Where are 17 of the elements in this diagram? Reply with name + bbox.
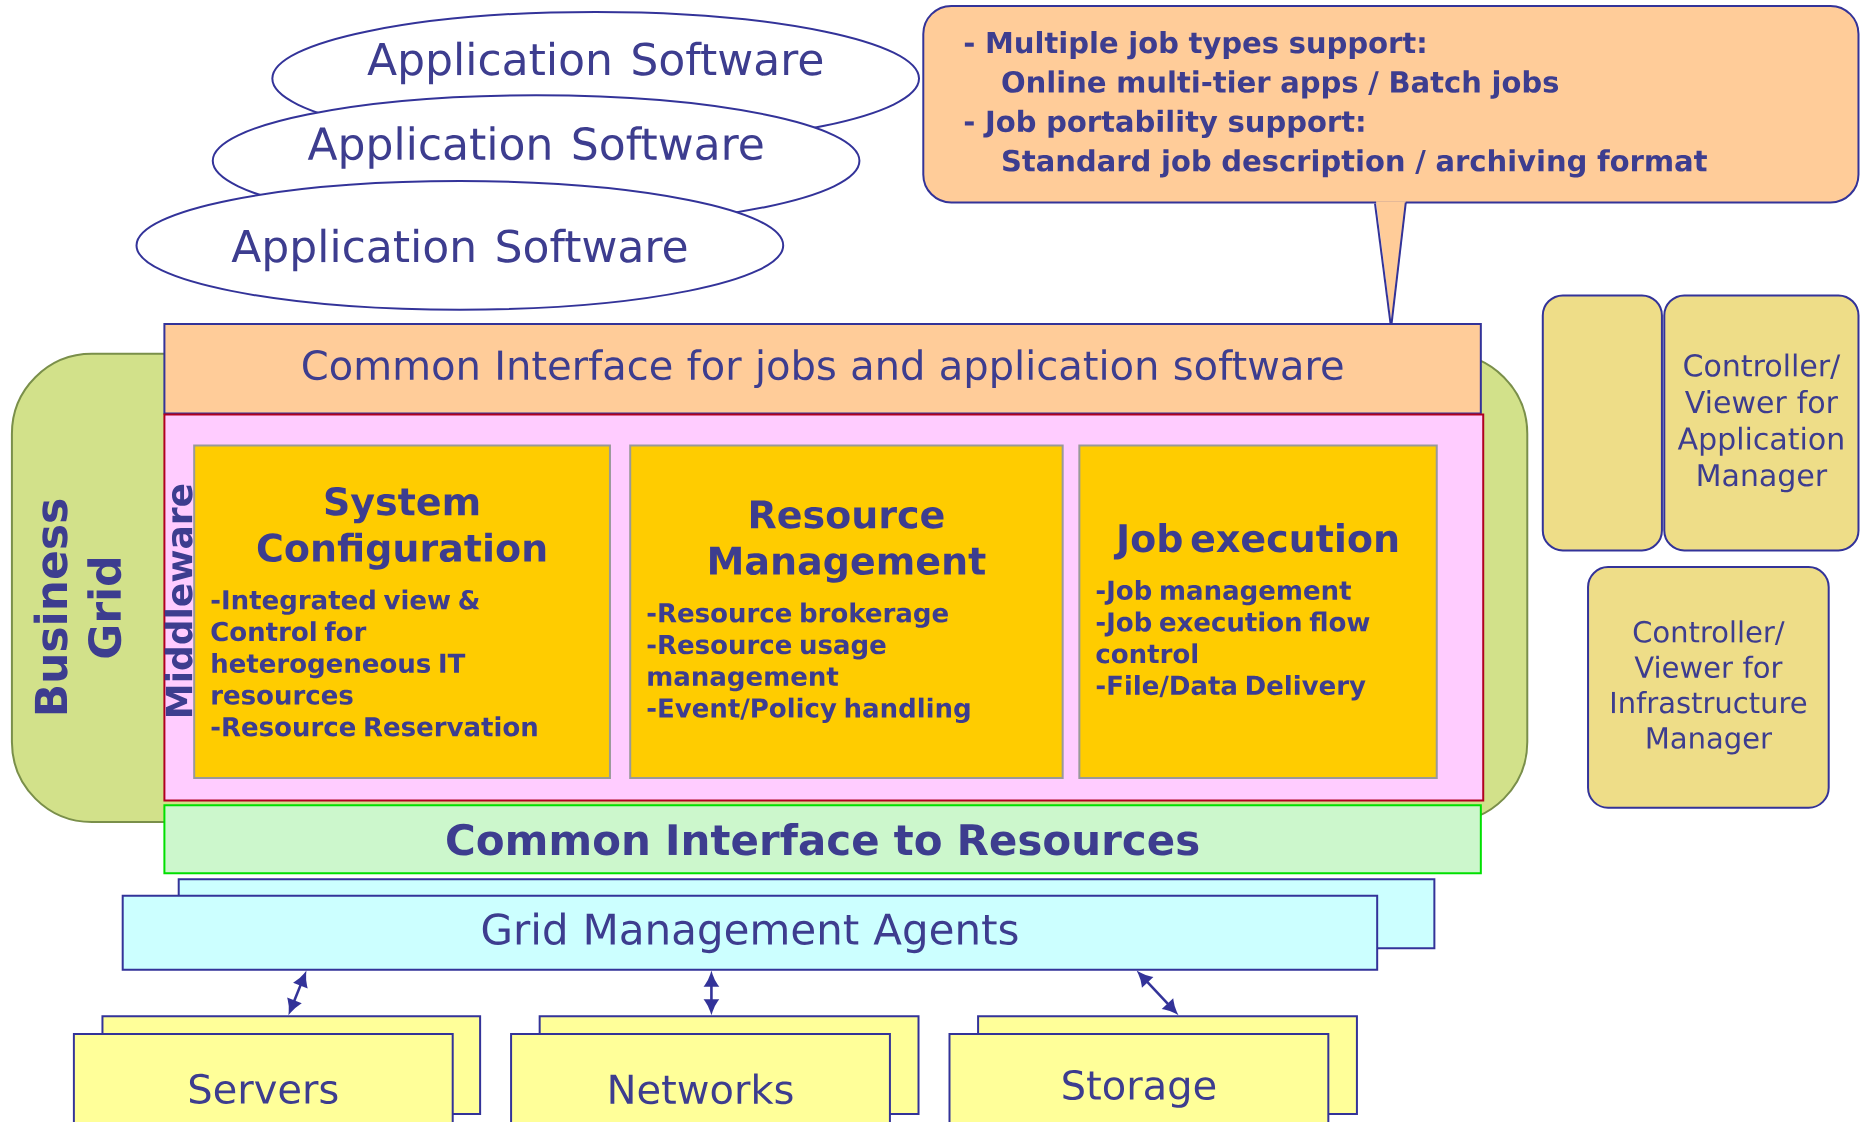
interface-band: Common Interface for jobs and application software: [163, 322, 1482, 415]
callout-box: - Multiple job types support: Online multi-tier apps / Batch jobs - Job portability support: Standard job description / archiving format: [922, 4, 1860, 325]
function-box: Resource Management -Resource brokerage -Resource usage management -Event/Policy handling: [629, 444, 1064, 779]
function-box: Job execution -Job management -Job execution flow control -File/Data Delivery: [1078, 444, 1438, 779]
agents-box: Grid Management Agents: [121, 878, 1436, 971]
resource-box: Storage: [948, 1015, 1358, 1122]
tool-box: [1541, 294, 1663, 552]
callout-tail: [1374, 202, 1392, 324]
arrow: [704, 973, 719, 1013]
resource-box: Networks: [510, 1015, 920, 1122]
interface-band: Common Interface to Resources: [163, 804, 1482, 875]
viewer-box: Controller/ Viewer for Application Manager: [1663, 294, 1860, 552]
viewer-box: Controller/ Viewer for Infrastructure Manager: [1587, 565, 1830, 809]
function-box: System Configuration -Integrated view & Control for heterogeneous IT resources -Resource Reservation: [193, 444, 611, 779]
arrow: [287, 973, 308, 1013]
arrow: [1138, 972, 1177, 1014]
resource-box: Servers: [72, 1015, 482, 1122]
